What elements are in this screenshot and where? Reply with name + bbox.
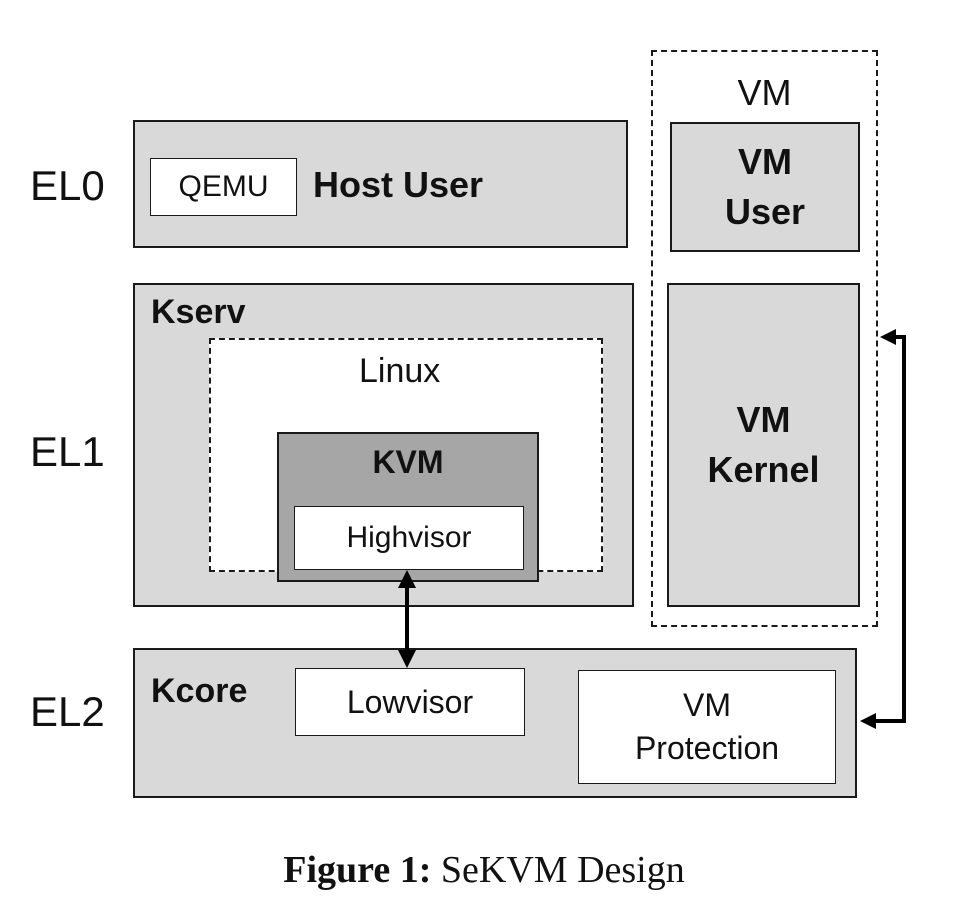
kserv-title: Kserv: [151, 293, 246, 331]
vm-user-box: VM User: [670, 122, 860, 252]
vm-title: VM: [737, 72, 792, 113]
kcore-title: Kcore: [151, 672, 248, 710]
highvisor-lowvisor-arrow: [398, 570, 416, 668]
vm-protection-line1: VM: [683, 686, 731, 723]
level-el1-label: EL1: [30, 428, 105, 475]
vm-user-line2: User: [724, 191, 806, 232]
level-el0-label: EL0: [30, 162, 105, 209]
vm-user-line1: VM: [738, 140, 792, 182]
figure-caption: Figure 1: SeKVM Design: [0, 848, 968, 892]
kvm-title: KVM: [372, 444, 444, 480]
vm-kernel-line2: Kernel: [707, 449, 820, 490]
linux-label: Linux: [359, 352, 441, 390]
figure-caption-text: SeKVM Design: [431, 849, 685, 891]
lowvisor-box: Lowvisor: [295, 668, 525, 736]
kcore-box: Kcore Lowvisor VM Protection: [133, 648, 857, 798]
vm-protection-arrow: [860, 329, 906, 729]
figure-caption-label: Figure 1:: [283, 849, 432, 891]
vm-kernel-line1: VM: [736, 398, 791, 440]
kserv-box: Kserv Linux KVM Highvisor: [133, 283, 634, 607]
kvm-box: KVM Highvisor: [277, 432, 539, 582]
host-user-title: Host User: [313, 164, 484, 205]
highvisor-box: Highvisor: [294, 506, 524, 570]
level-el2-label: EL2: [30, 688, 105, 735]
vm-region: VM VM User VM Kernel: [651, 50, 878, 627]
vm-protection-line2: Protection: [634, 730, 780, 766]
host-user-box: QEMU Host User: [133, 120, 628, 248]
qemu-box: QEMU: [150, 158, 297, 216]
vm-protection-box: VM Protection: [578, 670, 836, 784]
vm-kernel-box: VM Kernel: [667, 283, 860, 607]
